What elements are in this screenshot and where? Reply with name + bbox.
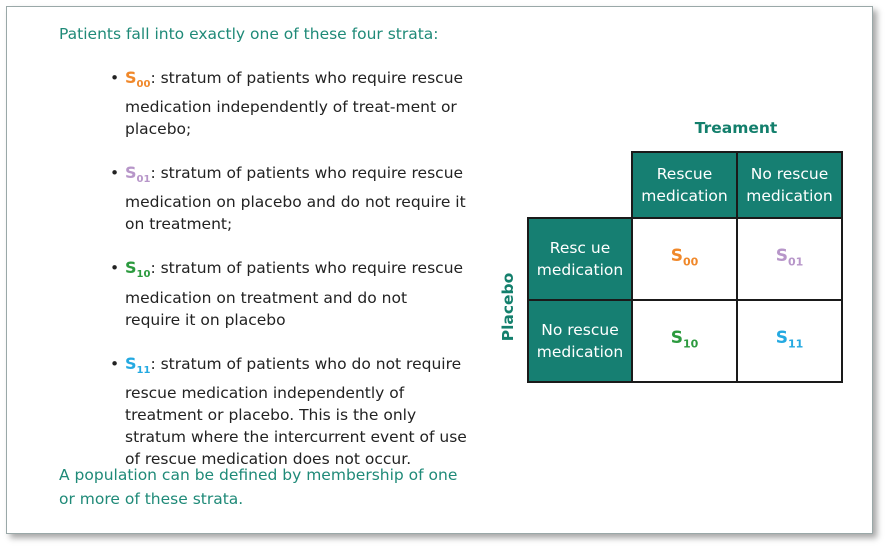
cell-s01: S01	[736, 217, 843, 301]
slide-frame: Patients fall into exactly one of these …	[6, 6, 873, 534]
cell-s10: S10	[631, 299, 738, 383]
cell-s11: S11	[736, 299, 843, 383]
bullet-icon: •	[110, 259, 120, 278]
outro-text: A population can be defined by membershi…	[59, 466, 458, 508]
bullet-icon: •	[110, 354, 120, 373]
stratum-symbol: S01	[125, 163, 151, 186]
stratum-symbol: S11	[125, 353, 151, 376]
strata-list: • S00: stratum of patients who require r…	[107, 67, 467, 492]
cell-symbol: S10	[670, 327, 699, 351]
treatment-axis-label: Treament	[694, 119, 778, 137]
stratum-symbol: S00	[125, 68, 151, 91]
cell-symbol: S00	[670, 245, 699, 269]
cell-symbol: S11	[775, 327, 804, 351]
list-item: • S01: stratum of patients who require r…	[107, 162, 467, 235]
col-header-rescue: Rescue medication	[631, 151, 738, 219]
strata-matrix: Rescue medication No rescue medication R…	[527, 151, 843, 383]
cell-s00: S00	[631, 217, 738, 301]
stratum-symbol: S10	[125, 258, 151, 281]
matrix-corner	[528, 152, 632, 218]
list-item: • S00: stratum of patients who require r…	[107, 67, 467, 140]
stratum-description: : stratum of patients who require rescue…	[125, 164, 466, 234]
placebo-axis-label: Placebo	[499, 272, 517, 342]
list-item: • S10: stratum of patients who require r…	[107, 257, 467, 330]
row-header-rescue: Resc ue medication	[527, 217, 633, 301]
intro-text: Patients fall into exactly one of these …	[59, 25, 439, 43]
bullet-icon: •	[110, 164, 120, 183]
stratum-description: : stratum of patients who do not require…	[125, 354, 467, 468]
list-item: • S11: stratum of patients who do not re…	[107, 353, 467, 470]
stratum-description: : stratum of patients who require rescue…	[125, 69, 464, 139]
row-header-no-rescue: No rescue medication	[527, 299, 633, 383]
col-header-no-rescue: No rescue medication	[736, 151, 843, 219]
bullet-icon: •	[110, 69, 120, 87]
cell-symbol: S01	[775, 245, 804, 269]
stratum-description: : stratum of patients who require rescue…	[125, 259, 464, 329]
